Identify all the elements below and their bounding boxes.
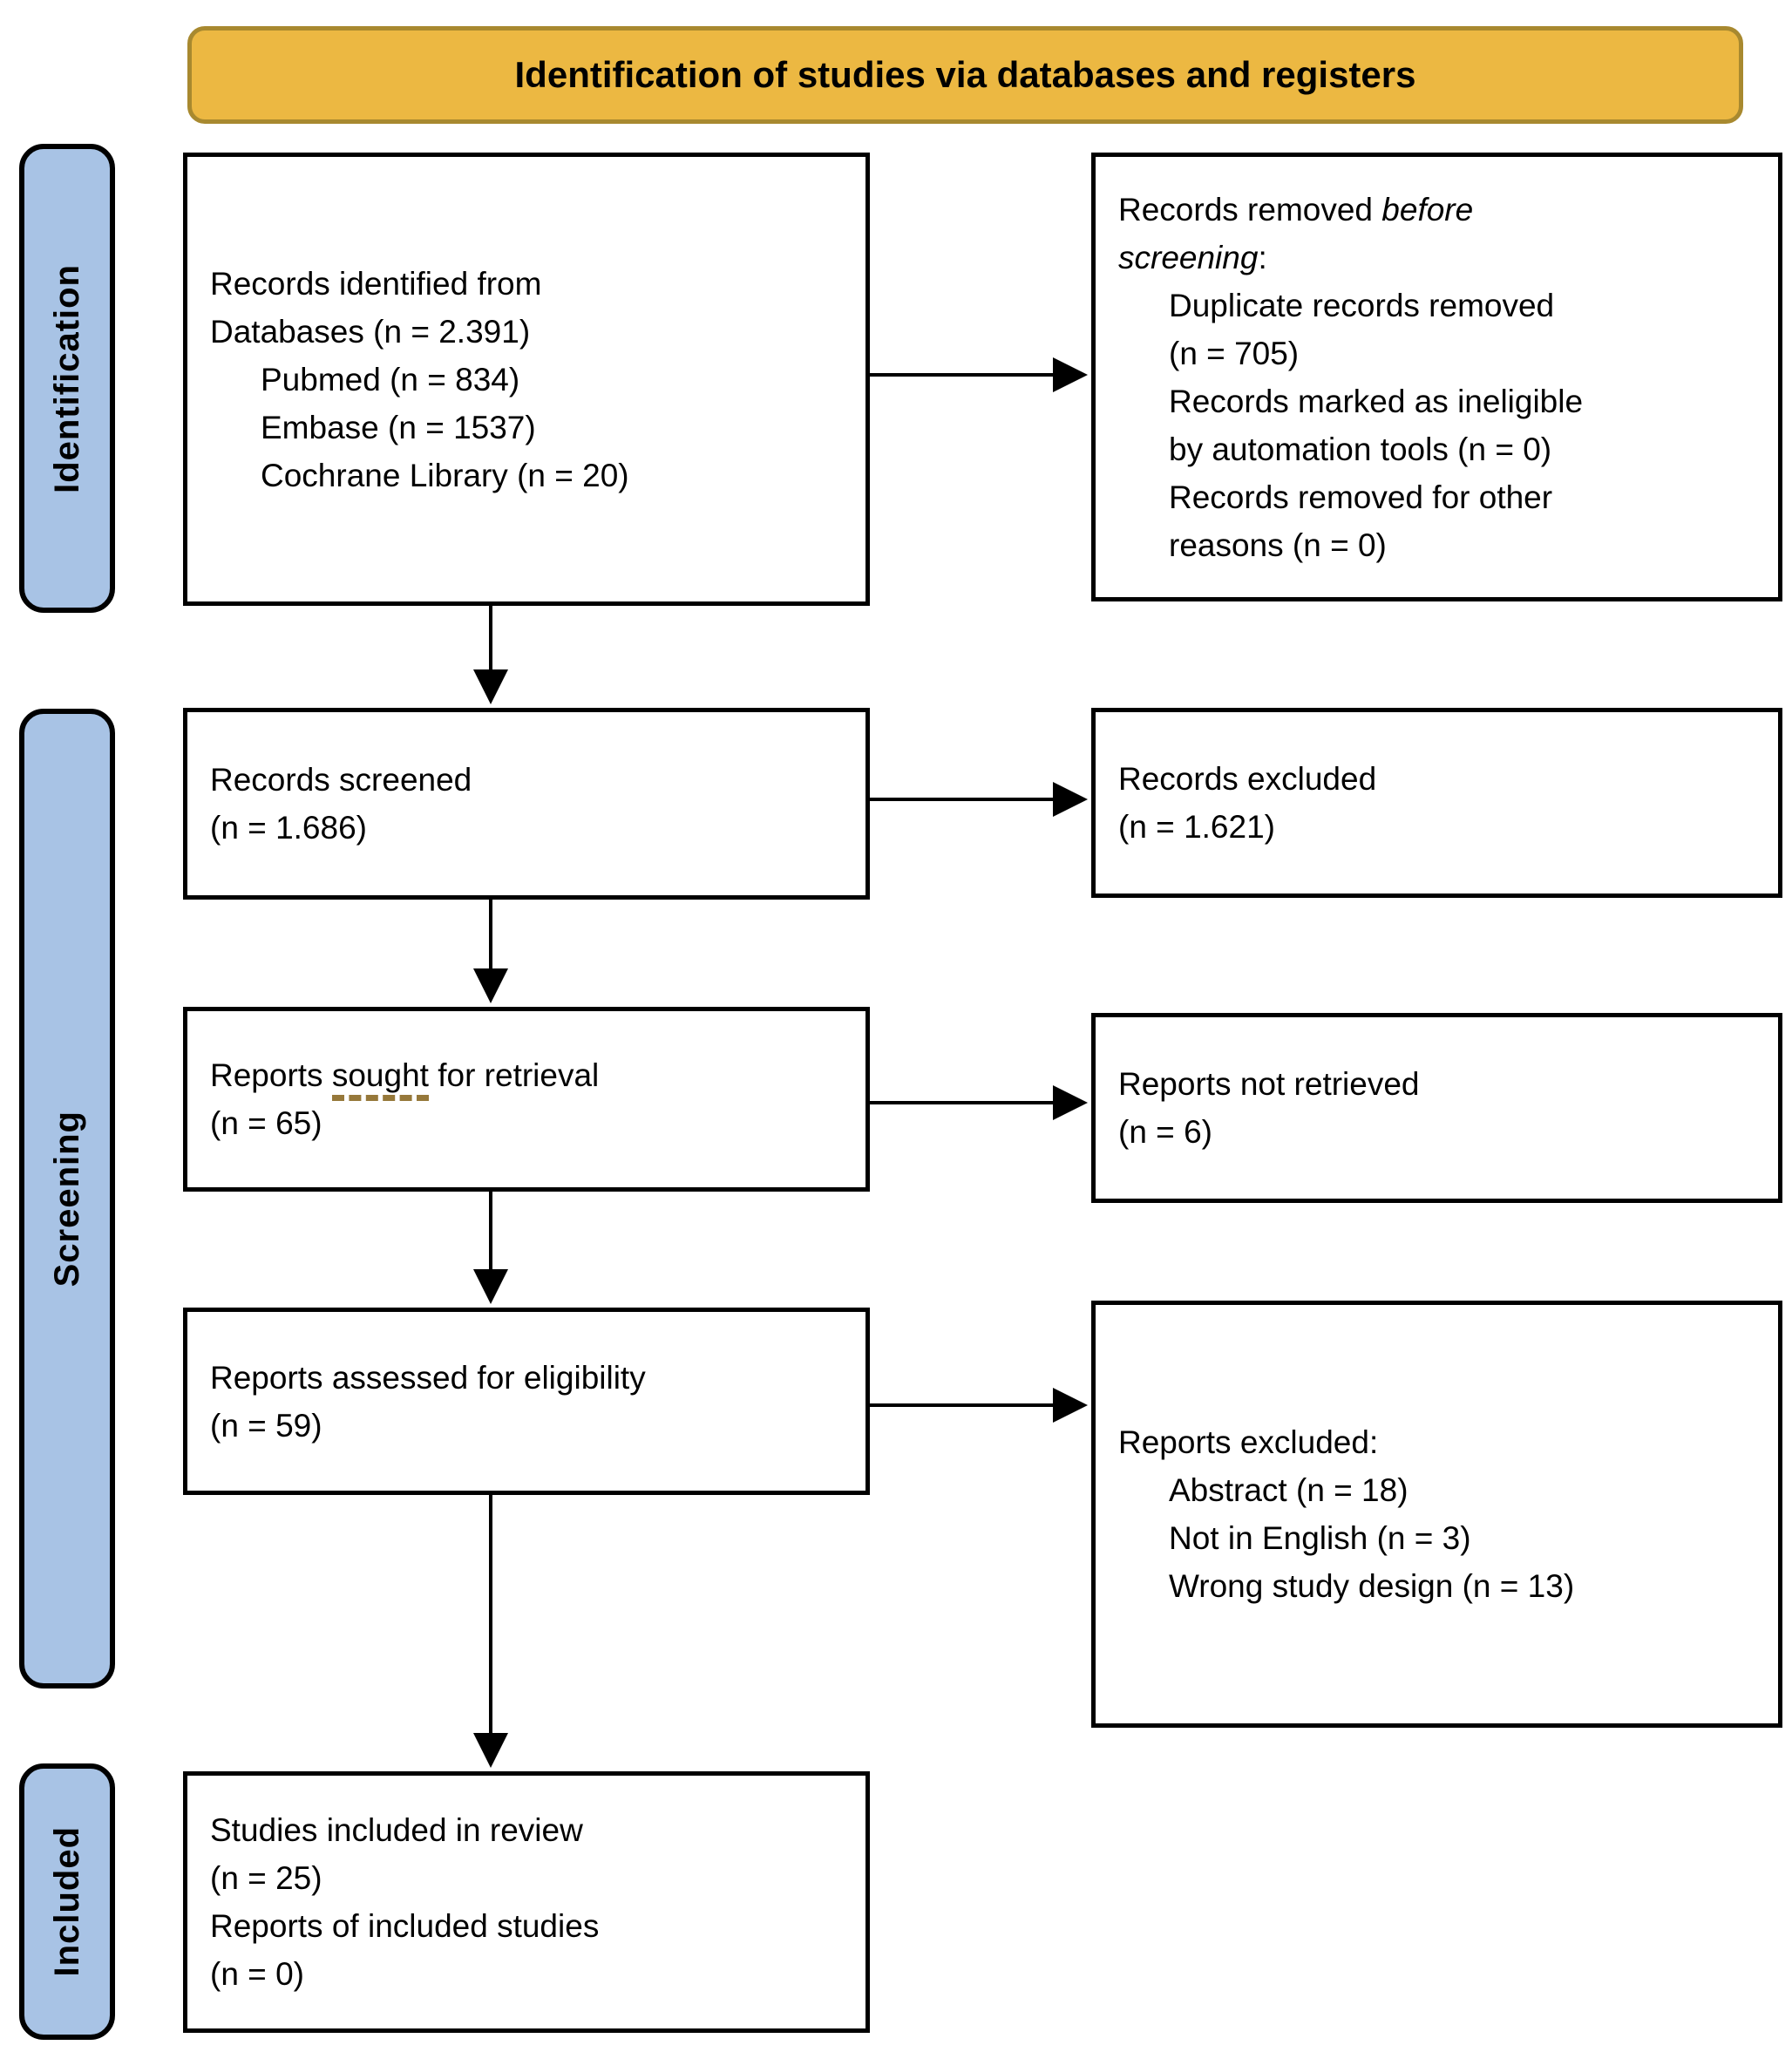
text-line: (n = 59) bbox=[210, 1407, 322, 1444]
stage-label-included: Included bbox=[19, 1763, 115, 2040]
box-studies-included: Studies included in review (n = 25) Repo… bbox=[183, 1771, 870, 2033]
text-line: (n = 1.686) bbox=[210, 810, 367, 846]
text-line: Duplicate records removed bbox=[1169, 287, 1555, 323]
text-line: Records removed for other bbox=[1169, 479, 1553, 515]
text-line: (n = 705) bbox=[1169, 335, 1300, 371]
stage-label-identification: Identification bbox=[19, 144, 115, 613]
box-records-identified: Records identified from Databases (n = 2… bbox=[183, 153, 870, 606]
text-line: (n = 6) bbox=[1118, 1114, 1212, 1150]
stage-label-included-text: Included bbox=[47, 1826, 86, 1977]
box-records-excluded: Records excluded (n = 1.621) bbox=[1091, 708, 1782, 898]
text-segment: for retrieval bbox=[438, 1057, 600, 1093]
text-line: Reports sought for retrieval bbox=[210, 1051, 850, 1101]
text-line: Embase (n = 1537) bbox=[261, 409, 536, 445]
text-segment: Reports bbox=[210, 1057, 323, 1093]
text-line: reasons (n = 0) bbox=[1169, 527, 1387, 563]
title-banner: Identification of studies via databases … bbox=[187, 26, 1743, 124]
text-line: Records screened bbox=[210, 762, 472, 798]
text-segment-italic: screening bbox=[1118, 239, 1259, 275]
text-line: Records removed before bbox=[1118, 186, 1762, 234]
title-banner-text: Identification of studies via databases … bbox=[514, 54, 1416, 95]
box-reports-assessed: Reports assessed for eligibility (n = 59… bbox=[183, 1308, 870, 1495]
text-line: Pubmed (n = 834) bbox=[261, 361, 520, 397]
text-line: screening: bbox=[1118, 234, 1762, 282]
text-line: Reports excluded: bbox=[1118, 1424, 1379, 1460]
text-line: by automation tools (n = 0) bbox=[1169, 431, 1552, 467]
text-line: (n = 65) bbox=[210, 1105, 322, 1141]
text-line: Records marked as ineligible bbox=[1169, 383, 1584, 419]
text-line: Records excluded bbox=[1118, 761, 1377, 797]
text-line: Records identified from bbox=[210, 265, 542, 302]
box-reports-excluded: Reports excluded: Abstract (n = 18) Not … bbox=[1091, 1301, 1782, 1728]
text-line: Studies included in review bbox=[210, 1812, 583, 1848]
text-line: Abstract (n = 18) bbox=[1169, 1472, 1408, 1508]
text-line: Databases (n = 2.391) bbox=[210, 313, 531, 350]
text-segment: : bbox=[1258, 239, 1267, 275]
text-line: Reports of included studies bbox=[210, 1908, 600, 1944]
stage-label-screening: Screening bbox=[19, 709, 115, 1688]
box-reports-sought: Reports sought for retrieval (n = 65) bbox=[183, 1007, 870, 1192]
text-line: (n = 0) bbox=[210, 1956, 304, 1992]
text-line: Reports not retrieved bbox=[1118, 1066, 1420, 1102]
text-line: Wrong study design (n = 13) bbox=[1169, 1568, 1575, 1604]
text-line: Reports assessed for eligibility bbox=[210, 1359, 646, 1396]
text-segment: Records removed bbox=[1118, 191, 1374, 228]
text-segment-underlined: sought bbox=[331, 1057, 429, 1101]
text-line: (n = 25) bbox=[210, 1860, 322, 1896]
stage-label-screening-text: Screening bbox=[47, 1110, 86, 1288]
box-reports-not-retrieved: Reports not retrieved (n = 6) bbox=[1091, 1013, 1782, 1203]
stage-label-identification-text: Identification bbox=[47, 263, 86, 493]
text-segment-italic: before bbox=[1381, 191, 1474, 228]
text-line: Not in English (n = 3) bbox=[1169, 1520, 1471, 1556]
text-line: (n = 1.621) bbox=[1118, 809, 1275, 845]
box-records-screened: Records screened (n = 1.686) bbox=[183, 708, 870, 900]
text-line: Cochrane Library (n = 20) bbox=[261, 457, 629, 493]
box-records-removed: Records removed before screening: Duplic… bbox=[1091, 153, 1782, 601]
